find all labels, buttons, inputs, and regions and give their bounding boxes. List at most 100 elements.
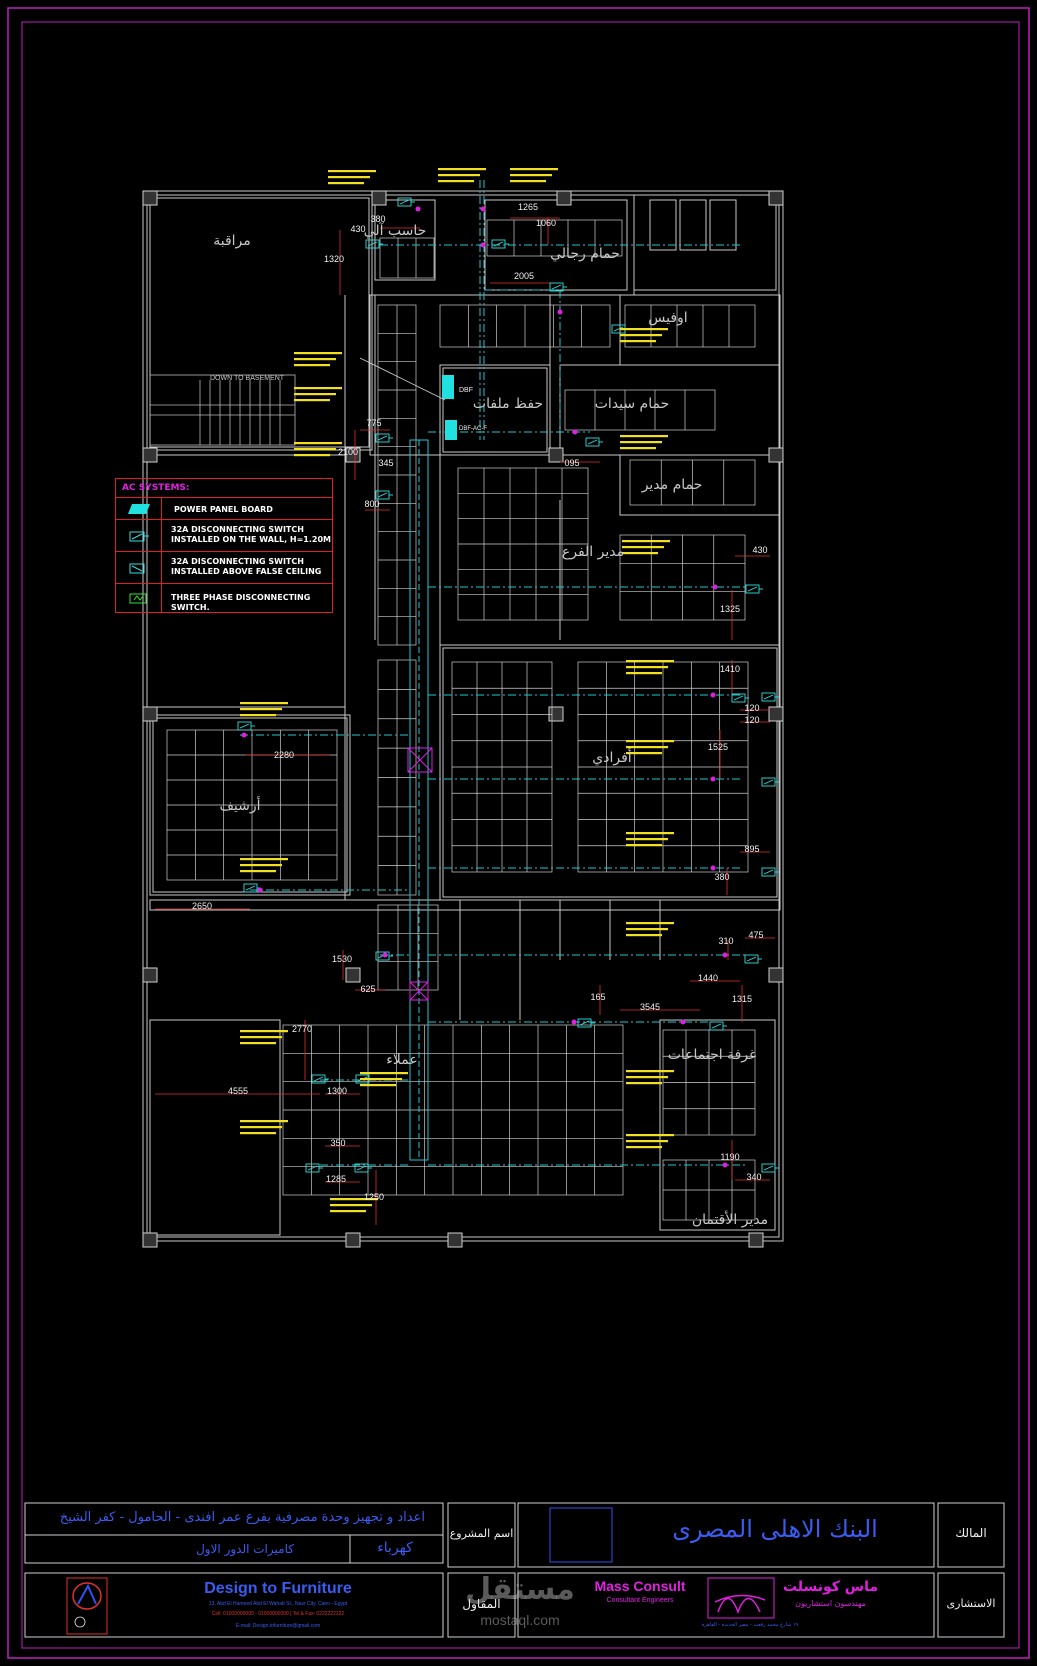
contractor-logo xyxy=(72,1582,102,1628)
dimension-23: 1530 xyxy=(332,954,352,964)
dimension-11: 430 xyxy=(752,545,767,555)
room-label-wait: مدير الأقتمان xyxy=(692,1210,768,1228)
dimension-36: 1190 xyxy=(720,1152,739,1162)
dimension-13: 1410 xyxy=(720,664,740,674)
inner-border xyxy=(21,21,1020,1649)
junction-markers xyxy=(241,206,728,1168)
dimension-31: 1300 xyxy=(327,1086,347,1096)
legend-text-4: THREE PHASE DISCONNECTING SWITCH. xyxy=(171,593,311,612)
contractor-label: المقاول xyxy=(462,1597,501,1611)
dimension-16: 1525 xyxy=(708,742,728,752)
consultant-logo xyxy=(714,1594,766,1615)
dimension-5: 2005 xyxy=(514,271,534,281)
junction-boxes xyxy=(407,747,433,1001)
panel-tag: DBF xyxy=(459,387,473,394)
dimension-33: 1285 xyxy=(326,1174,346,1184)
dimension-3: 1265 xyxy=(518,202,538,212)
building-walls xyxy=(142,190,784,1242)
contractor-email: E-mail: Design.tofurniture@gmail.com xyxy=(235,1623,321,1629)
legend-row-4: THREE PHASE DISCONNECTING SWITCH. xyxy=(116,583,332,613)
dimension-4: 1060 xyxy=(536,218,556,228)
dimension-9: 095 xyxy=(564,458,579,468)
watermark-arabic: مستقل xyxy=(465,1572,575,1607)
drawing-title: كاميرات الدور الاول xyxy=(196,1542,294,1556)
dimension-21: 310 xyxy=(718,936,733,946)
dimension-26: 1315 xyxy=(732,994,752,1004)
disconnect-switches xyxy=(237,197,779,1173)
dimension-8: 345 xyxy=(378,458,393,468)
dimension-29: 2770 xyxy=(292,1024,312,1034)
legend-text-3: 32A DISCONNECTING SWITCH INSTALLED ABOVE… xyxy=(171,557,322,576)
room-label-ladies: أفرادي xyxy=(592,748,631,766)
circuit-notes xyxy=(240,168,674,1213)
consultant-sub-ar: مهندسون استشاريون xyxy=(795,1599,866,1608)
room-label-modir: مدير الفرع xyxy=(562,544,624,560)
room-label-hammam_sm: حمام مدير xyxy=(641,477,703,493)
legend-row-2: 32A DISCONNECTING SWITCH INSTALLED ON TH… xyxy=(116,519,332,552)
dimension-15: 120 xyxy=(744,715,759,725)
dimension-17: 2280 xyxy=(274,750,294,760)
legend-row-3: 32A DISCONNECTING SWITCH INSTALLED ABOVE… xyxy=(116,551,332,584)
dimension-19: 380 xyxy=(714,872,729,882)
outer-border xyxy=(7,7,1030,1659)
room-label-office: اوفيس xyxy=(648,310,687,326)
consultant-name-ar: ماس كونسلت xyxy=(782,1579,879,1595)
dimension-25: 1440 xyxy=(698,973,718,983)
dimension-18: 895 xyxy=(744,844,759,854)
dimension-10: 800 xyxy=(364,499,379,509)
room-label-hasib: حاسب آلي xyxy=(364,222,427,239)
dimension-values: 380 430 1320 1265 1060 2005 775 2100 345 095 800 43… xyxy=(192,202,768,1202)
legend-row-1: POWER PANEL BOARD xyxy=(116,497,332,520)
panel-tag-ac: DBF-AC-F xyxy=(459,426,487,432)
legend-text-1: POWER PANEL BOARD xyxy=(174,505,273,514)
legend-text-2: 32A DISCONNECTING SWITCH INSTALLED ON TH… xyxy=(171,525,332,544)
dimension-24: 625 xyxy=(360,984,375,994)
structural-columns xyxy=(142,190,784,1248)
room-label-omala: عملاء xyxy=(386,1052,417,1068)
dimension-6: 775 xyxy=(366,418,381,428)
legend-symbol-4 xyxy=(116,584,162,613)
legend-symbol-3 xyxy=(116,552,162,584)
room-label-muraqaba: مراقبة xyxy=(213,233,251,249)
room-label-hammam_sayidat: حمام سيدات xyxy=(595,396,670,412)
discipline: كهرباء xyxy=(377,1540,413,1556)
dimension-27: 165 xyxy=(590,992,605,1002)
consultant-sub-en: Consultant Engineers xyxy=(606,1597,674,1604)
dimension-30: 4555 xyxy=(228,1086,248,1096)
dimension-14: 120 xyxy=(744,703,759,713)
watermark-english: mostaql.com xyxy=(480,1612,560,1628)
room-label-arshif: أرشيف xyxy=(219,796,260,814)
project-label: اسم المشروع xyxy=(449,1527,514,1540)
legend-title: AC SYSTEMS: xyxy=(122,483,190,493)
dimension-2: 1320 xyxy=(324,254,344,264)
legend-symbol-1 xyxy=(116,498,162,520)
dimension-34: 1250 xyxy=(364,1192,384,1202)
room-labels: مراقبة حاسب آلي حمام رجالي اوفيس حفظ ملفات حم… xyxy=(213,222,768,1228)
dimension-35: 340 xyxy=(746,1172,761,1182)
dimension-20: 2650 xyxy=(192,901,212,911)
contractor-contact: Cell: 01000000000 - 01000000000 | Tel & … xyxy=(211,1611,345,1617)
consultant-address: ١٩ شارع محمد رفعت - مصر الجديدة - القاهر… xyxy=(701,1622,799,1628)
room-label-hammam_rigali: حمام رجالي xyxy=(550,246,620,262)
dimension-32: 350 xyxy=(330,1138,345,1148)
consultant-name-en: Mass Consult xyxy=(594,1578,686,1594)
dimension-0: 380 xyxy=(370,214,385,224)
dimension-7: 2100 xyxy=(338,447,358,457)
owner-name: البنك الاهلى المصرى xyxy=(672,1515,878,1543)
stair-tag: DOWN TO BASEMENT xyxy=(210,375,285,382)
dimension-1: 430 xyxy=(350,224,365,234)
title-block-frame xyxy=(24,1502,1005,1638)
room-label-hifz: حفظ ملفات xyxy=(473,396,543,412)
project-description: اعداد و تجهيز وحدة مصرفية بفرع عمر افندى… xyxy=(59,1510,425,1525)
owner-label: المالك xyxy=(955,1526,987,1540)
consultant-label: الاستشارى xyxy=(946,1597,996,1610)
cable-tray xyxy=(240,180,745,1166)
legend-symbol-2 xyxy=(116,520,162,552)
dimension-12: 1325 xyxy=(720,604,740,614)
legend-box: AC SYSTEMS: POWER PANEL BOARD 32A DISCON… xyxy=(115,478,333,613)
staircase xyxy=(149,374,296,446)
contractor-address: 13, Abd El Hameed Abd El Wahab St., Nasr… xyxy=(208,1601,348,1607)
contractor-company: Design to Furniture xyxy=(204,1580,352,1597)
power-panel-board xyxy=(359,357,457,440)
